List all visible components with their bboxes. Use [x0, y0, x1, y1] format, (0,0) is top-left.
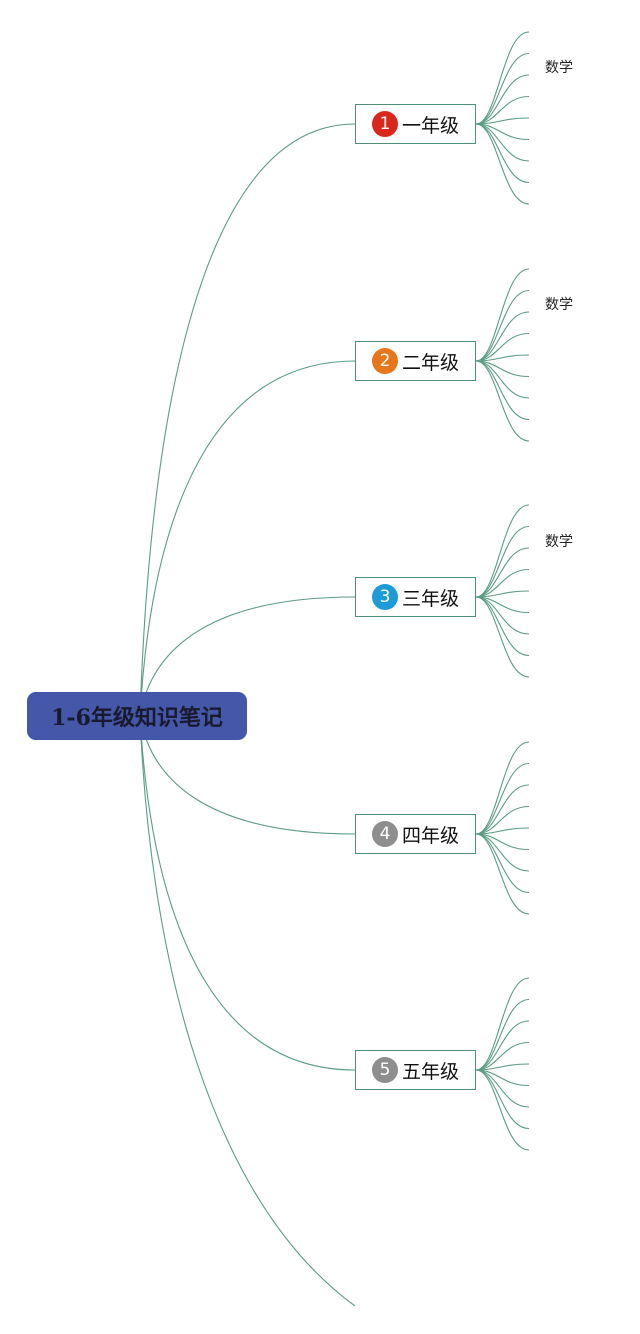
grade-1-branch-1-connector [475, 31, 530, 125]
number-badge-3-icon: 3 [372, 584, 398, 610]
root-to-grade-6-connector [139, 715, 356, 1307]
grade-3-branch-7-connector [475, 596, 530, 635]
grade-2-branch-7-connector [475, 360, 530, 399]
grade-2-branch-1-connector [475, 268, 530, 362]
grade-node-3[interactable]: 3 三年级 [355, 577, 476, 617]
grade-3-branch-9-connector [475, 596, 530, 678]
grade-5-branch-9-connector [475, 1069, 530, 1151]
grade-4-branch-2-connector [475, 762, 530, 835]
grade-label-4: 四年级 [402, 824, 460, 847]
grade-5-branch-7-connector [475, 1069, 530, 1108]
grade-4-branch-7-connector [475, 833, 530, 872]
grade-node-5[interactable]: 5 五年级 [355, 1050, 476, 1090]
grade-2-branch-9-connector [475, 360, 530, 442]
grade-4-branch-1-connector [475, 741, 530, 835]
grade-3-branch-4-connector [475, 568, 530, 598]
grade-5-branch-4-connector [475, 1041, 530, 1071]
grade-1-branch-4-connector [475, 95, 530, 125]
root-to-grade-1-connector [139, 123, 356, 717]
grade-label-5: 五年级 [402, 1060, 460, 1083]
grade-2-branch-3-connector [475, 311, 530, 362]
grade-node-2[interactable]: 2 二年级 [355, 341, 476, 381]
grade-1-branch-9-connector [475, 123, 530, 205]
grade-2-branch-2-connector [475, 289, 530, 362]
grade-3-branch-1-connector [475, 504, 530, 598]
grade-3-branch-3-connector [475, 547, 530, 598]
grade-1-branch-3-connector [475, 74, 530, 125]
grade-5-branch-3-connector [475, 1020, 530, 1071]
grade-1-branch-2-connector [475, 52, 530, 125]
root-to-grade-5-connector [139, 715, 356, 1071]
grade-4-branch-9-connector [475, 833, 530, 915]
number-badge-1-icon: 1 [372, 111, 398, 137]
grade-node-4[interactable]: 4 四年级 [355, 814, 476, 854]
number-badge-4-icon: 4 [372, 821, 398, 847]
grade-1-branch-7-connector [475, 123, 530, 162]
grade-2-branch-4-connector [475, 332, 530, 362]
grade-label-2: 二年级 [402, 351, 460, 374]
number-badge-2-icon: 2 [372, 348, 398, 374]
grade-4-branch-3-connector [475, 784, 530, 835]
grade-label-3: 三年级 [402, 587, 460, 610]
leaf-label-grade-1[interactable]: 数学 [545, 60, 573, 76]
root-topic-label: 1-6年级知识笔记 [51, 705, 223, 731]
grade-5-branch-1-connector [475, 977, 530, 1071]
number-badge-5-icon: 5 [372, 1057, 398, 1083]
grade-label-1: 一年级 [402, 114, 460, 137]
root-topic[interactable]: 1-6年级知识笔记 [27, 692, 247, 740]
grade-node-1[interactable]: 1 一年级 [355, 104, 476, 144]
grade-5-branch-2-connector [475, 998, 530, 1071]
leaf-label-grade-2[interactable]: 数学 [545, 297, 573, 313]
root-to-grade-2-connector [139, 360, 356, 717]
leaf-label-grade-3[interactable]: 数学 [545, 534, 573, 550]
grade-4-branch-4-connector [475, 805, 530, 835]
grade-3-branch-2-connector [475, 525, 530, 598]
